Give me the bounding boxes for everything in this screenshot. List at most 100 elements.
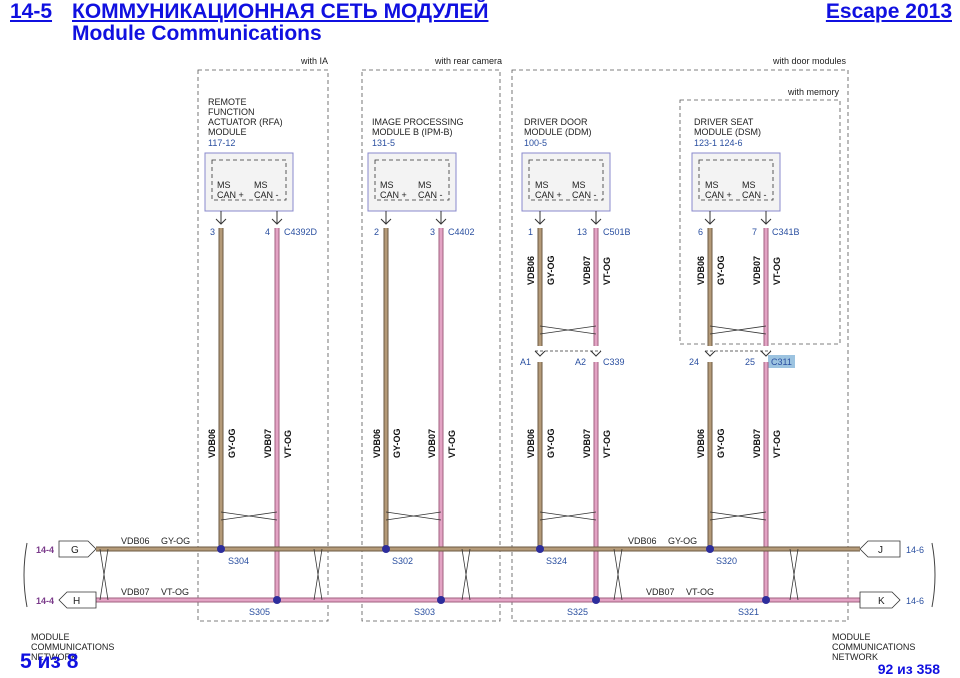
left-network-line3: NETWORK: [31, 652, 77, 662]
label-vdb06-6: VDB06: [696, 256, 706, 285]
ddm-pin-3: A1: [520, 357, 531, 367]
ddm-can-plus: CAN +: [535, 190, 562, 200]
frame-memory-label: with memory: [787, 87, 840, 97]
splice-s304: [217, 545, 225, 553]
bus-label-vdb07-left: VDB07: [121, 587, 150, 597]
label-vdb07-4: VDB07: [752, 429, 762, 458]
ipmb-ref: 131-5: [372, 138, 395, 148]
label-vdb07-3: VDB07: [582, 429, 592, 458]
offpage-left: 14-4 14-4 G H: [23, 540, 97, 609]
left-ref-top: 14-4: [36, 545, 54, 555]
dsm-connector-2: C311: [771, 357, 792, 367]
label-gyog-2: GY-OG: [392, 428, 402, 458]
splice-label-s324: S324: [546, 556, 567, 566]
label-vdb06-2: VDB06: [372, 429, 382, 458]
rfa-name-1: REMOTE: [208, 97, 247, 107]
ddm-connector-2: C339: [603, 357, 625, 367]
splice-label-s305: S305: [249, 607, 270, 617]
label-vdb06-1: VDB06: [207, 429, 217, 458]
label-vtog-1: VT-OG: [283, 430, 293, 458]
ddm-inner: [528, 159, 604, 201]
label-gyog-1: GY-OG: [227, 428, 237, 458]
label-gyog-3: GY-OG: [546, 428, 556, 458]
bus-twist-marks: [99, 548, 799, 601]
ipmb-ms-2: MS: [418, 180, 432, 190]
splices: S304 S302 S324 S320 S305 S303 S325 S321: [217, 545, 770, 617]
label-vdb07-5: VDB07: [582, 256, 592, 285]
network-labels: MODULE COMMUNICATIONS NETWORK MODULE COM…: [31, 632, 915, 662]
label-vdb06-5: VDB06: [526, 256, 536, 285]
ipmb-can-plus: CAN +: [380, 190, 407, 200]
bus-label-gyog-left: GY-OG: [161, 536, 190, 546]
ddm-ms-2: MS: [572, 180, 586, 190]
page-counter-left: 5 из 8: [20, 650, 79, 673]
connector-k-label: K: [878, 596, 885, 607]
ddm-ms-1: MS: [535, 180, 549, 190]
module-ipm-b: IMAGE PROCESSING MODULE B (IPM-B) 131-5 …: [367, 117, 475, 237]
dsm-can-plus: CAN +: [705, 190, 732, 200]
bus-label-vdb06-left: VDB06: [121, 536, 150, 546]
label-gyog-6: GY-OG: [716, 255, 726, 285]
splice-label-s320: S320: [716, 556, 737, 566]
ddm-name-2: MODULE (DDM): [524, 127, 592, 137]
horizontal-wire-labels: VDB06 GY-OG VDB07 VT-OG VDB06 GY-OG VDB0…: [121, 536, 714, 597]
rfa-ref: 117-12: [208, 138, 235, 148]
module-rfa: REMOTE FUNCTION ACTUATOR (RFA) MODULE 11…: [204, 97, 318, 237]
splice-s305: [273, 596, 281, 604]
vehicle-model: Escape 2013: [825, 0, 952, 23]
left-network-line2: COMMUNICATIONS: [31, 642, 114, 652]
connector-g-label: G: [71, 545, 79, 556]
ipmb-inner: [374, 159, 450, 201]
right-ref-top: 14-6: [906, 545, 924, 555]
dsm-box: [691, 152, 781, 212]
dsm-pin-4: 25: [745, 357, 755, 367]
rfa-can-minus: CAN -: [254, 190, 279, 200]
label-vtog-4: VT-OG: [772, 430, 782, 458]
rfa-pin-1: 3: [210, 227, 215, 237]
ipmb-name-2: MODULE B (IPM-B): [372, 127, 453, 137]
dsm-connector-2-highlight: [768, 355, 795, 368]
label-vtog-3: VT-OG: [602, 430, 612, 458]
label-vdb06-3: VDB06: [526, 429, 536, 458]
right-network-line2: COMMUNICATIONS: [832, 642, 915, 652]
splice-s320: [706, 545, 714, 553]
splice-s302: [382, 545, 390, 553]
rfa-ms-2: MS: [254, 180, 268, 190]
splice-s324: [536, 545, 544, 553]
splice-label-s321: S321: [738, 607, 759, 617]
frame-camera-label: with rear camera: [434, 56, 502, 66]
ipmb-can-minus: CAN -: [418, 190, 443, 200]
frame-memory: [679, 99, 841, 345]
left-ref-bottom: 14-4: [36, 596, 54, 606]
rfa-name-4: MODULE: [208, 127, 247, 137]
dsm-inner: [698, 159, 774, 201]
label-vdb07-6: VDB07: [752, 256, 762, 285]
bus-label-vtog-right: VT-OG: [686, 587, 714, 597]
connector-k: [859, 591, 901, 609]
rfa-name-2: FUNCTION: [208, 107, 255, 117]
right-ref-bottom: 14-6: [906, 596, 924, 606]
label-gyog-4: GY-OG: [716, 428, 726, 458]
ddm-can-minus: CAN -: [572, 190, 597, 200]
rfa-ms-1: MS: [217, 180, 231, 190]
ddm-connector: C501B: [603, 227, 631, 237]
offpage-right: J K 14-6 14-6: [859, 540, 936, 609]
splice-label-s302: S302: [392, 556, 413, 566]
ddm-box: [521, 152, 611, 212]
dsm-ms-2: MS: [742, 180, 756, 190]
bus-label-gyog-right: GY-OG: [668, 536, 697, 546]
left-network-line1: MODULE: [31, 632, 70, 642]
frame-door-label: with door modules: [772, 56, 847, 66]
twist-marks: [220, 325, 767, 521]
connector-j: [859, 540, 901, 558]
label-vdb07-1: VDB07: [263, 429, 273, 458]
label-vdb06-4: VDB06: [696, 429, 706, 458]
ipmb-connector: C4402: [448, 227, 475, 237]
splice-s325: [592, 596, 600, 604]
right-network-line3: NETWORK: [832, 652, 878, 662]
ddm-ref: 100-5: [524, 138, 547, 148]
rfa-name-3: ACTUATOR (RFA): [208, 117, 283, 127]
ipmb-pin-1: 2: [374, 227, 379, 237]
page-counter-right: 92 из 358: [877, 661, 940, 677]
module-ddm: DRIVER DOOR MODULE (DDM) 100-5 MS CAN + …: [520, 117, 631, 367]
